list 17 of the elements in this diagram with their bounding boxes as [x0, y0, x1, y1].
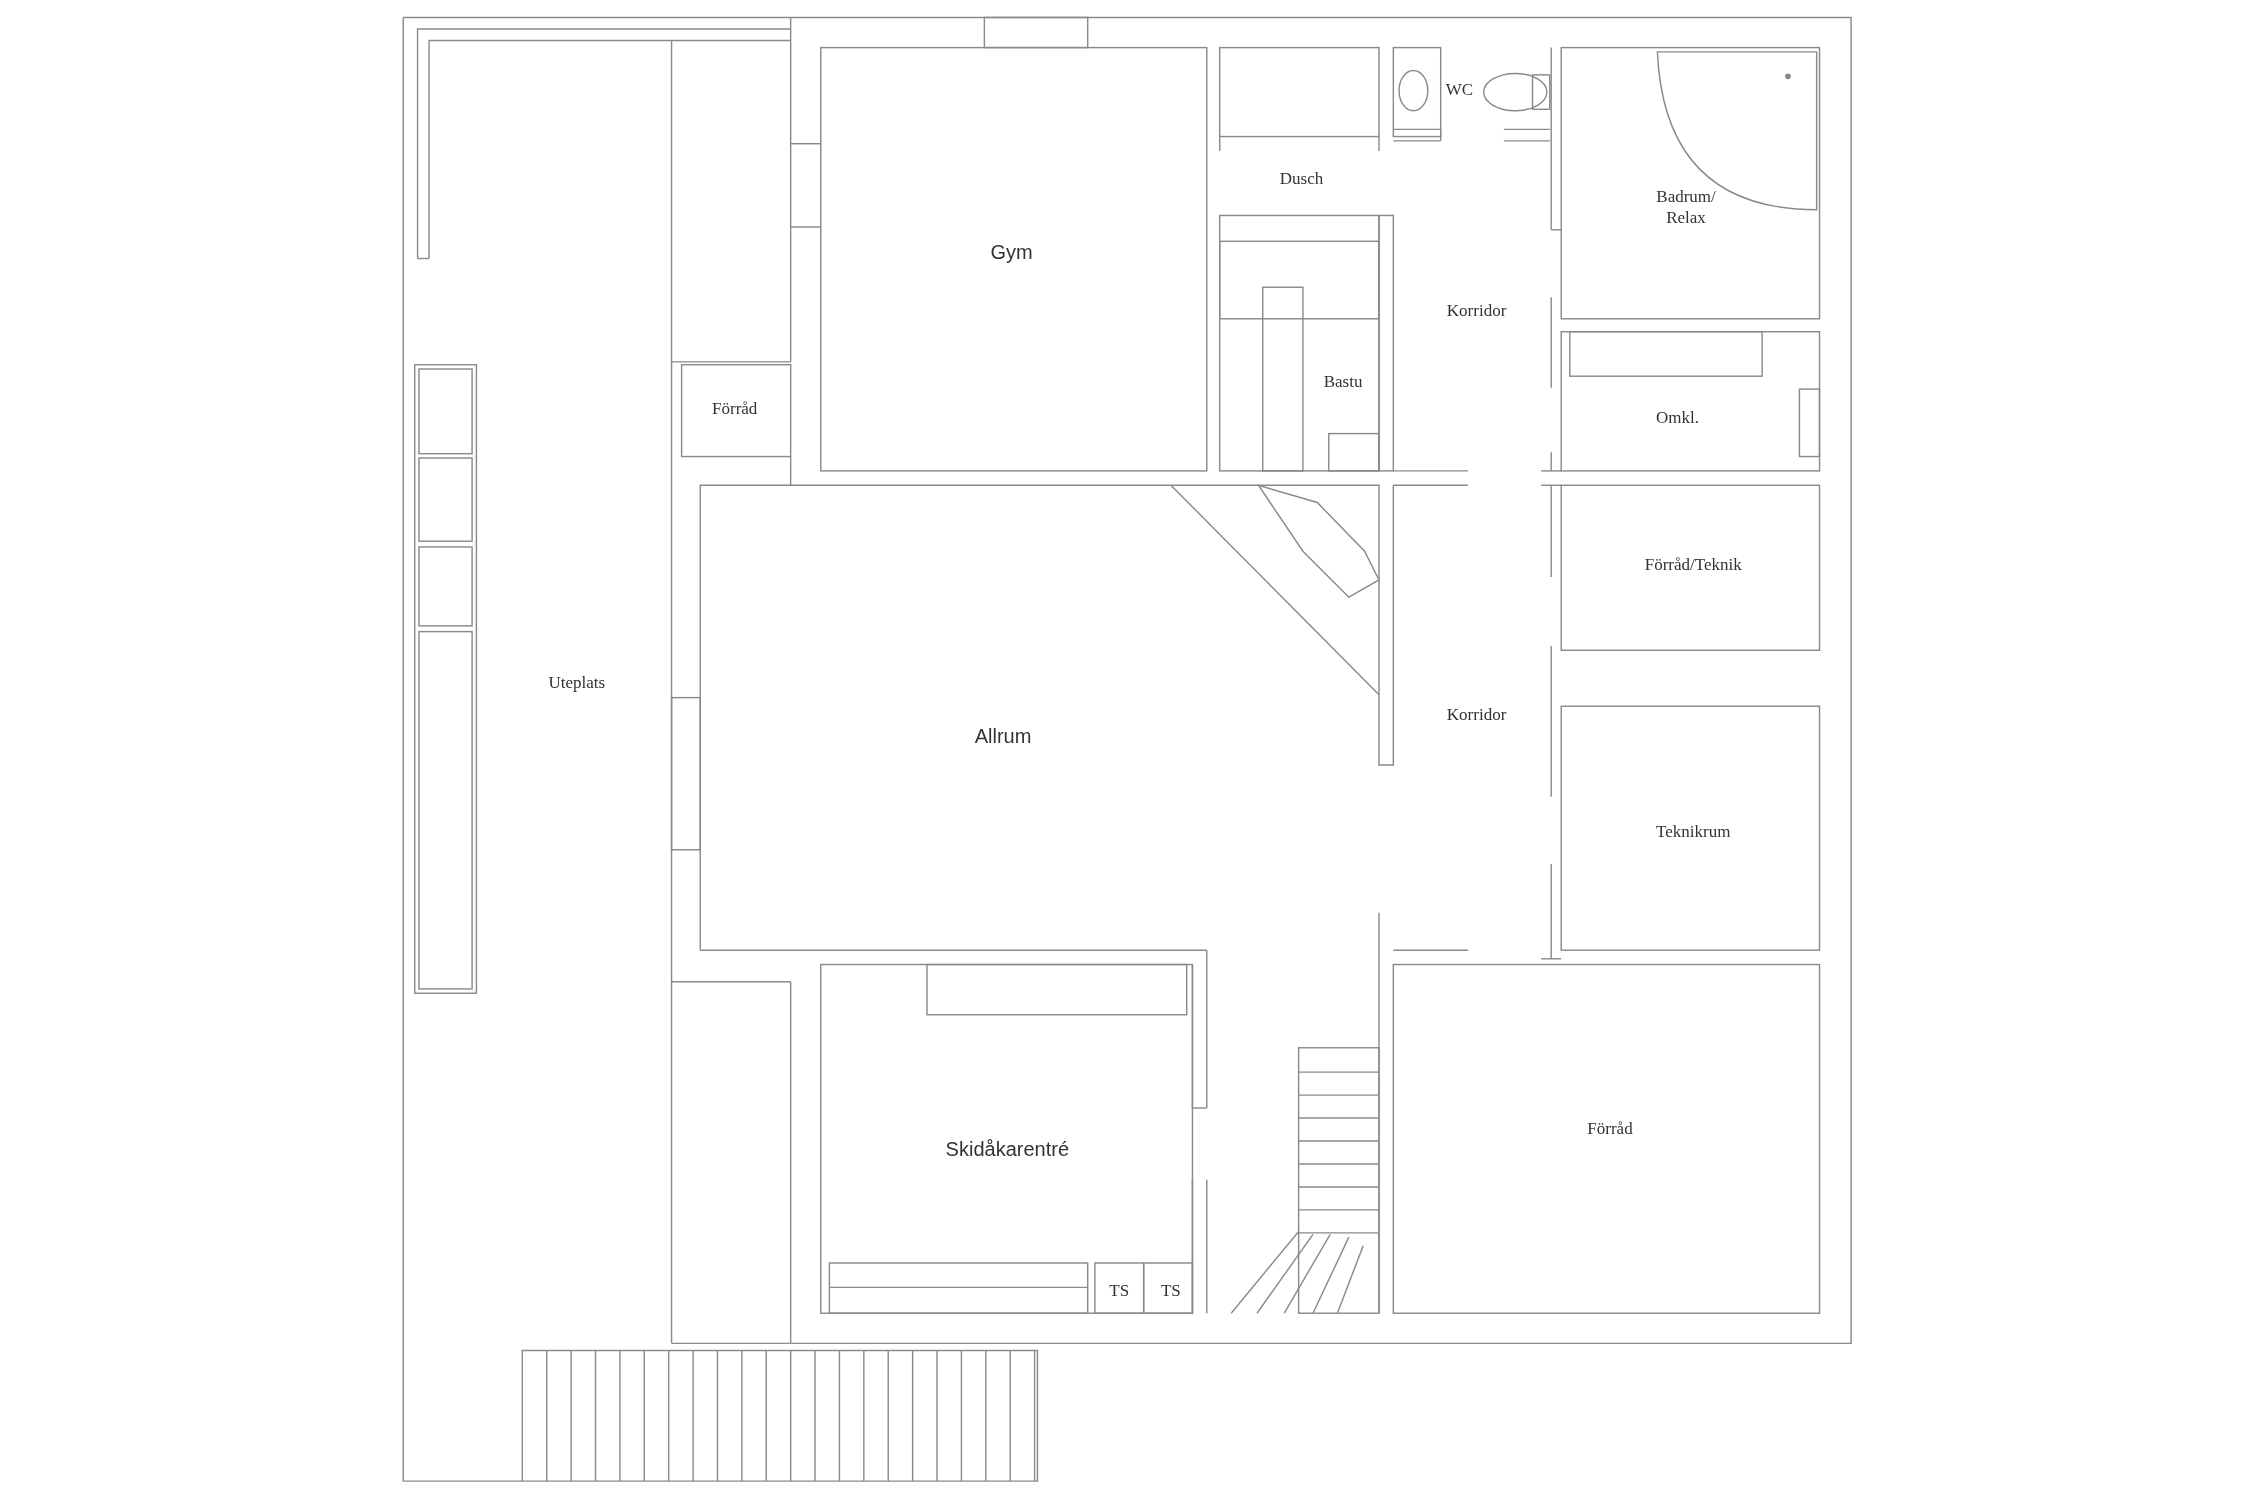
room-label: Teknikrum	[1655, 821, 1732, 843]
room-label: Korridor	[1445, 300, 1508, 322]
room-label: Omkl.	[1654, 406, 1700, 428]
room-label: Badrum/ Relax	[1655, 185, 1717, 229]
room-label: TS	[1160, 1280, 1182, 1302]
room-label: Förråd	[711, 397, 759, 420]
room-label: Korridor	[1445, 703, 1508, 725]
room-label: Förråd/Teknik	[1643, 554, 1743, 576]
room-label: Bastu	[1322, 370, 1364, 392]
room-label: Gym	[989, 240, 1034, 266]
room-label: Förråd	[1586, 1118, 1634, 1140]
room-label: Allrum	[973, 723, 1033, 749]
room-label: Dusch	[1278, 168, 1325, 190]
room-label: TS	[1108, 1280, 1131, 1302]
room-label: Skidåkarentré	[944, 1136, 1070, 1162]
room-label: Uteplats	[547, 672, 607, 694]
room-label: WC	[1444, 79, 1475, 101]
